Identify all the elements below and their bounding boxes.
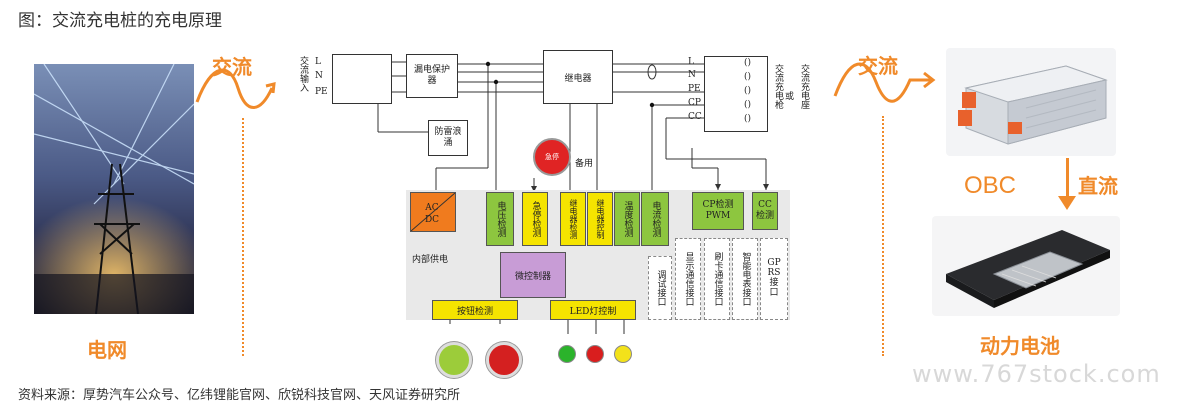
dc-arrow-shaft <box>1066 158 1069 200</box>
mcu-module: 微控制器 <box>500 252 566 298</box>
iface-display: 显示通信接口 <box>675 238 701 320</box>
vehicle-socket-label: 交流充电座 <box>799 64 809 109</box>
module-current: 电流检测 <box>641 192 669 246</box>
relay-label: 继电器 <box>564 73 592 84</box>
module-relay-control: 继电器控制 <box>587 192 613 246</box>
watermark: www.767stock.com <box>912 360 1161 388</box>
out-val-3: () <box>744 86 752 96</box>
green-button[interactable] <box>436 342 472 378</box>
module-relay-detect: 继电器检测 <box>560 192 586 246</box>
acdc-module: AC DC <box>410 192 456 232</box>
battery-photo <box>932 216 1120 316</box>
leakage-protector-label: 漏电保护器 <box>413 65 450 86</box>
surge-label: 防雷浪涌 <box>434 127 462 148</box>
surge-box: 防雷浪涌 <box>428 120 468 156</box>
internal-power-label: 内部供电 <box>412 255 449 265</box>
grid-label: 电网 <box>87 338 127 362</box>
module-cc: CC检测 <box>752 192 778 230</box>
out-term-l: L <box>688 57 694 67</box>
led-control-module: LED灯控制 <box>550 300 636 320</box>
divider-right <box>882 116 884 356</box>
out-term-cc: CC <box>688 112 702 122</box>
acdc-label: AC DC <box>424 203 440 225</box>
spare-label: 备用 <box>575 159 594 169</box>
out-val-1: () <box>744 58 752 68</box>
module-cp: CP检测PWM <box>692 192 744 230</box>
out-val-2: () <box>744 72 752 82</box>
module-estop: 急停检测 <box>522 192 548 246</box>
input-term-pe: PE <box>315 87 328 97</box>
red-led <box>586 345 604 363</box>
divider-left <box>242 118 244 356</box>
out-val-4: () <box>744 100 752 110</box>
input-terminal-block <box>332 54 392 104</box>
iface-card: 刷卡通信接口 <box>704 238 730 320</box>
output-terminal-block <box>704 56 768 132</box>
iface-gprs: GPRS接口 <box>760 238 788 320</box>
obc-photo <box>946 48 1116 156</box>
green-led <box>558 345 576 363</box>
source-note: 资料来源：厚势汽车公众号、亿纬锂能官网、欣锐科技官网、天风证券研究所 <box>18 388 461 403</box>
iface-meter: 智能电表接口 <box>732 238 758 320</box>
grid-photo <box>34 64 194 314</box>
ac-wave-right-icon <box>833 62 936 103</box>
obc-label: OBC <box>964 172 1017 199</box>
button-detect-module: 按钮检测 <box>432 300 518 320</box>
out-term-n: N <box>688 70 696 80</box>
emergency-stop-text: 急停 <box>545 152 559 161</box>
module-temperature: 温度检测 <box>614 192 640 246</box>
leakage-protector-box: 漏电保护器 <box>406 54 458 98</box>
iface-debug: 调试接口 <box>648 256 672 320</box>
out-term-pe: PE <box>688 84 701 94</box>
battery-label: 动力电池 <box>980 334 1060 358</box>
input-term-l: L <box>315 57 321 67</box>
dc-arrow-icon <box>1058 196 1076 210</box>
dc-label: 直流 <box>1078 174 1118 198</box>
ac-input-label: 交流输入 <box>298 56 308 92</box>
out-val-5: () <box>744 114 752 124</box>
module-voltage: 电压检测 <box>486 192 514 246</box>
red-button[interactable] <box>486 342 522 378</box>
relay-box: 继电器 <box>543 50 613 104</box>
figure-title: 图：交流充电桩的充电原理 <box>18 11 222 31</box>
emergency-stop-button[interactable]: 急停 <box>533 138 571 176</box>
pile-socket-label: 交流充电枪 <box>773 64 783 109</box>
ac-wave-left-icon <box>195 68 276 109</box>
or-label: 或 <box>785 92 795 102</box>
input-term-n: N <box>315 71 323 81</box>
out-term-cp: CP <box>688 98 701 108</box>
yellow-led <box>614 345 632 363</box>
